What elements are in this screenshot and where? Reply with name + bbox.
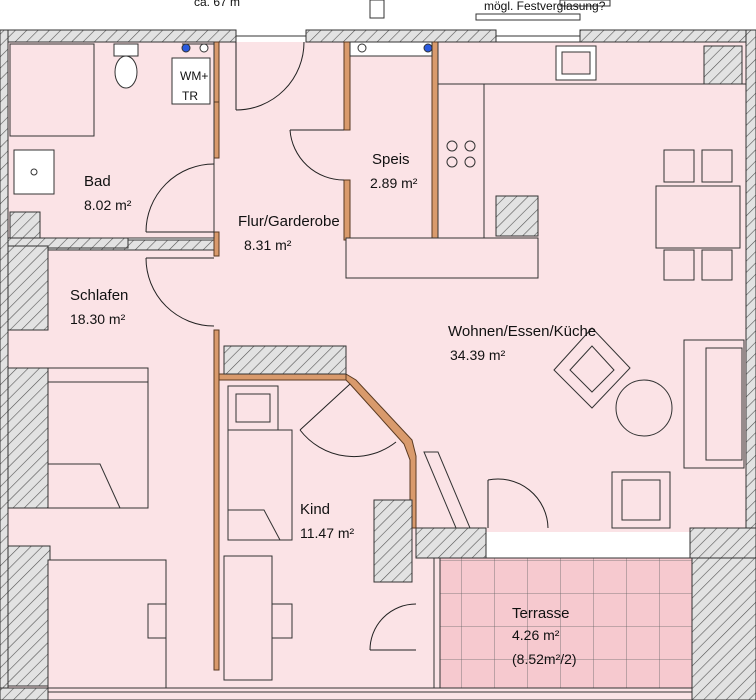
kind-furniture (223, 385, 293, 681)
schlafen-area: 18.30 m² (70, 311, 126, 327)
schlafen-name: Schlafen (70, 287, 128, 304)
bedroom-furniture (7, 245, 167, 691)
wm-label-2: TR (182, 89, 198, 103)
terrasse-note: (8.52m²/2) (512, 651, 577, 667)
wohnen-area: 34.39 m² (450, 347, 506, 363)
speis-area: 2.89 m² (370, 175, 418, 191)
wm-label-1: WM+ (180, 69, 208, 83)
flur-area: 8.31 m² (244, 237, 292, 253)
wohnen-name: Wohnen/Essen/Küche (448, 323, 596, 340)
terrasse-floor (440, 558, 692, 688)
terrasse-name: Terrasse (512, 605, 570, 622)
doors (145, 41, 549, 651)
kind-name: Kind (300, 501, 330, 518)
living-furniture (423, 149, 745, 529)
kind-area: 11.47 m² (300, 525, 355, 541)
speis-name: Speis (372, 151, 410, 168)
top-note-right: mögl. Festverglasung? (484, 0, 606, 13)
top-note-left: ca. 67 m (194, 0, 240, 9)
kitchen-fixtures (223, 41, 747, 583)
bad-fixtures (9, 43, 214, 239)
bad-name: Bad (84, 173, 111, 190)
speis-fixtures (349, 41, 433, 57)
flur-name: Flur/Garderobe (238, 213, 340, 230)
terrasse-area: 4.26 m² (512, 627, 560, 643)
bad-wall (7, 41, 539, 279)
windows-top (236, 0, 611, 37)
bad-area: 8.02 m² (84, 197, 132, 213)
partitions (213, 41, 439, 671)
bottom-wall (47, 687, 693, 700)
